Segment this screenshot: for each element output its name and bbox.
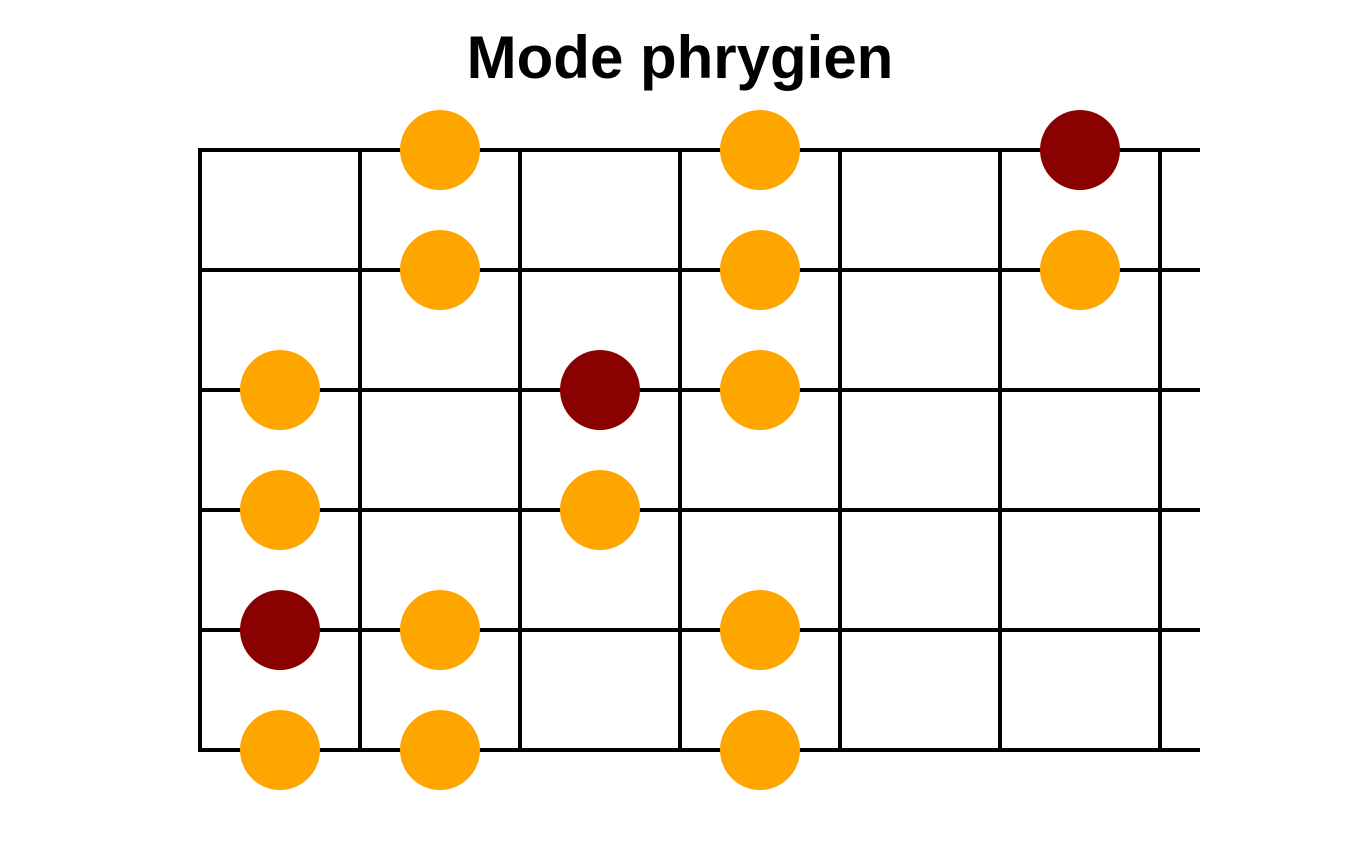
scale-note-dot	[400, 710, 480, 790]
scale-note-dot	[400, 590, 480, 670]
scale-note-dot	[720, 230, 800, 310]
diagram-title: Mode phrygien	[466, 24, 894, 91]
root-note-dot	[1040, 110, 1120, 190]
scale-note-dot	[720, 590, 800, 670]
note-markers	[240, 110, 1120, 790]
scale-note-dot	[240, 710, 320, 790]
scale-note-dot	[560, 470, 640, 550]
scale-note-dot	[720, 710, 800, 790]
scale-note-dot	[720, 350, 800, 430]
scale-note-dot	[400, 230, 480, 310]
root-note-dot	[240, 590, 320, 670]
scale-note-dot	[400, 110, 480, 190]
fretboard-grid	[198, 148, 1200, 752]
scale-note-dot	[240, 470, 320, 550]
scale-note-dot	[240, 350, 320, 430]
scale-note-dot	[720, 110, 800, 190]
root-note-dot	[560, 350, 640, 430]
scale-note-dot	[1040, 230, 1120, 310]
